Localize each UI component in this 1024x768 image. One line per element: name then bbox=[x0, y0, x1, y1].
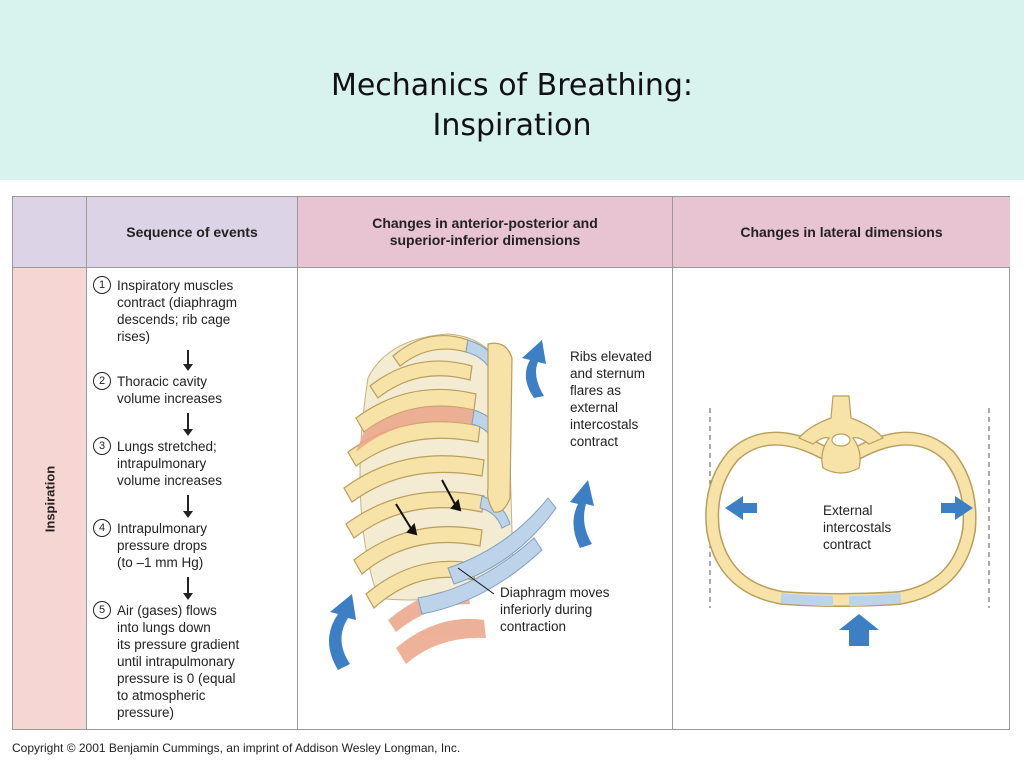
header-ap-line-1: Changes in anterior-posterior and bbox=[372, 215, 598, 231]
annotation-line: contraction bbox=[500, 619, 567, 634]
annotation-line: Ribs elevated bbox=[570, 349, 652, 364]
external-intercostals-annotation: External intercostals contract bbox=[823, 502, 891, 553]
header-sequence: Sequence of events bbox=[87, 197, 298, 268]
step-text-line: Thoracic cavity bbox=[117, 374, 208, 389]
ribs-elevated-annotation: Ribs elevated and sternum flares as exte… bbox=[570, 348, 652, 450]
expansion-arrows bbox=[329, 340, 594, 670]
annotation-line: external bbox=[570, 400, 619, 415]
annotation-line: intercostals bbox=[823, 520, 892, 535]
step-text-line: contract (diaphragm bbox=[117, 295, 238, 310]
step-text-line: Air (gases) flows bbox=[117, 603, 217, 618]
title-band bbox=[0, 0, 1024, 180]
step-text-line: intrapulmonary bbox=[117, 456, 207, 471]
annotation-line: contract bbox=[823, 537, 872, 552]
step-number: 1 bbox=[93, 276, 111, 294]
step-text-line: (to –1 mm Hg) bbox=[117, 555, 204, 570]
step-text-line: descends; rib cage bbox=[117, 312, 231, 327]
inspiration-figure: Sequence of events Changes in anterior-p… bbox=[12, 196, 1010, 730]
step-1: 1 Inspiratory muscles contract (diaphrag… bbox=[93, 276, 297, 345]
lateral-dimensions-panel: External intercostals contract bbox=[673, 268, 1010, 729]
step-text-line: volume increases bbox=[117, 391, 223, 406]
vertebra bbox=[798, 395, 884, 474]
annotation-line: flares as bbox=[570, 383, 622, 398]
row-label-cell: Inspiration bbox=[13, 268, 87, 729]
step-number: 2 bbox=[93, 372, 111, 390]
diaphragm-arrows bbox=[395, 479, 462, 536]
slide-title: Mechanics of Breathing: Inspiration bbox=[0, 66, 1024, 146]
step-4: 4 Intrapulmonary pressure drops (to –1 m… bbox=[93, 519, 297, 571]
step-text-line: Intrapulmonary bbox=[117, 521, 208, 536]
down-arrow-icon bbox=[183, 350, 193, 371]
down-arrow-icon bbox=[183, 495, 193, 518]
rib-ring bbox=[705, 431, 977, 607]
header-ap-line-2: superior-inferior dimensions bbox=[389, 232, 581, 248]
step-text-line: to atmospheric bbox=[117, 688, 206, 703]
down-arrow-icon bbox=[183, 577, 193, 600]
ap-dimensions-panel: Ribs elevated and sternum flares as exte… bbox=[298, 268, 673, 729]
rib-cage-illustration bbox=[329, 333, 594, 670]
step-number: 4 bbox=[93, 519, 111, 537]
lateral-arrows bbox=[725, 496, 973, 646]
step-3: 3 Lungs stretched; intrapulmonary volume… bbox=[93, 437, 297, 489]
header-lateral-dimensions: Changes in lateral dimensions bbox=[673, 197, 1010, 268]
step-text-line: Lungs stretched; bbox=[117, 439, 217, 454]
sequence-of-events: 1 Inspiratory muscles contract (diaphrag… bbox=[87, 268, 298, 729]
step-text-line: until intrapulmonary bbox=[117, 654, 235, 669]
annotation-line: contract bbox=[570, 434, 619, 449]
annotation-line: External bbox=[823, 503, 873, 518]
header-ap-dimensions: Changes in anterior-posterior and superi… bbox=[298, 197, 673, 268]
step-text-line: Inspiratory muscles bbox=[117, 278, 234, 293]
slide-title-line-2: Inspiration bbox=[432, 108, 592, 143]
header-corner bbox=[13, 197, 87, 268]
step-number: 5 bbox=[93, 601, 111, 619]
diaphragm-annotation: Diaphragm moves inferiorly during contra… bbox=[500, 584, 610, 635]
step-text-line: rises) bbox=[117, 329, 150, 344]
step-text-line: into lungs down bbox=[117, 620, 211, 635]
annotation-line: intercostals bbox=[570, 417, 639, 432]
step-text-line: pressure is 0 (equal bbox=[117, 671, 236, 686]
slide-title-line-1: Mechanics of Breathing: bbox=[330, 68, 694, 103]
step-5: 5 Air (gases) flows into lungs down its … bbox=[93, 601, 297, 721]
annotation-line: Diaphragm moves bbox=[500, 585, 610, 600]
row-label-inspiration: Inspiration bbox=[42, 465, 57, 532]
rib-cross-section-illustration bbox=[705, 395, 990, 646]
annotation-line: inferiorly during bbox=[500, 602, 593, 617]
annotation-line: and sternum bbox=[570, 366, 646, 381]
step-text-line: pressure) bbox=[117, 705, 175, 720]
sternum bbox=[487, 342, 513, 513]
step-text-line: pressure drops bbox=[117, 538, 208, 553]
step-text-line: volume increases bbox=[117, 473, 223, 488]
down-arrow-icon bbox=[183, 413, 193, 436]
step-text-line: its pressure gradient bbox=[117, 637, 240, 652]
step-number: 3 bbox=[93, 437, 111, 455]
step-2: 2 Thoracic cavity volume increases bbox=[93, 372, 297, 407]
copyright-notice: Copyright © 2001 Benjamin Cummings, an i… bbox=[12, 741, 461, 755]
diaphragm-leader-line bbox=[457, 567, 495, 595]
